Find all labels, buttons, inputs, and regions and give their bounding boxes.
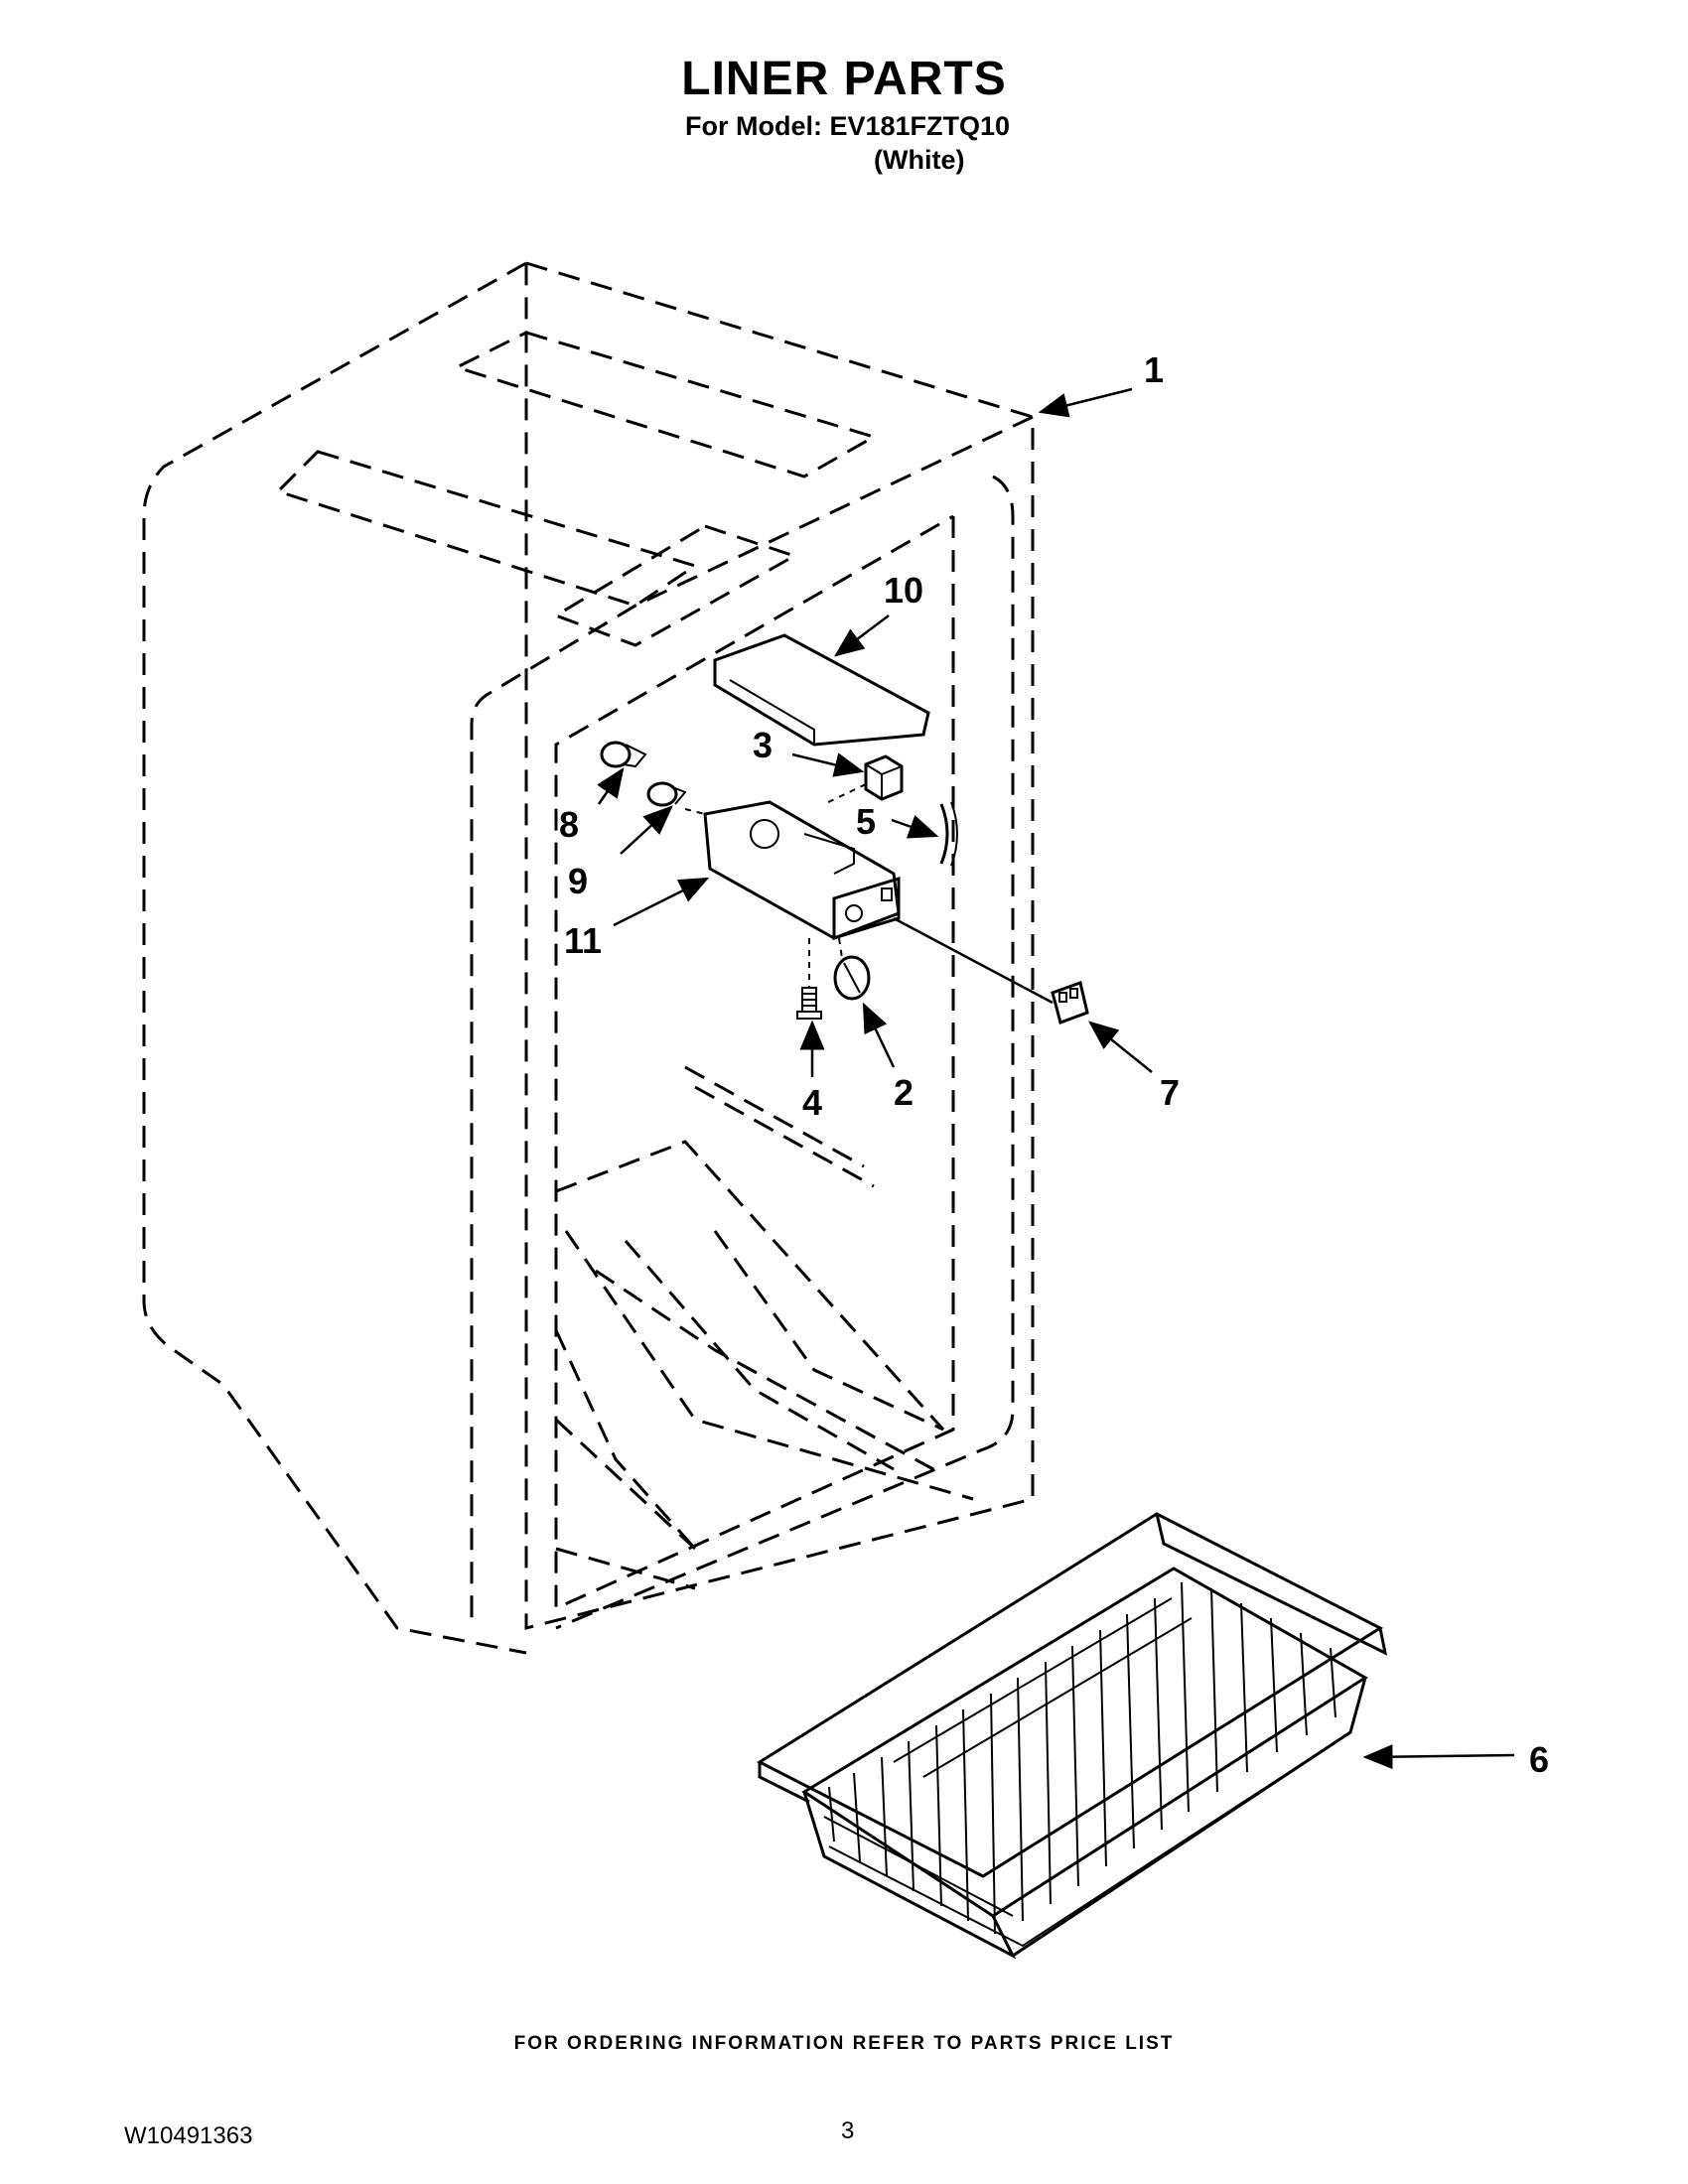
callout-6: 6 bbox=[1529, 1739, 1549, 1780]
callout-3: 3 bbox=[753, 725, 773, 765]
screw bbox=[796, 987, 822, 1020]
callout-8: 8 bbox=[559, 804, 579, 845]
model-line: For Model: EV181FZTQ10 bbox=[685, 111, 1011, 141]
callout-11: 11 bbox=[564, 920, 602, 961]
callout-7: 7 bbox=[1160, 1072, 1180, 1113]
light-housing bbox=[703, 800, 901, 941]
light-housing-cover bbox=[713, 633, 930, 747]
control-knob bbox=[833, 955, 871, 1001]
bulb-cover bbox=[646, 781, 687, 807]
page-number: 3 bbox=[841, 2117, 855, 2144]
page-title: LINER PARTS bbox=[681, 53, 1007, 105]
light-switch bbox=[1051, 981, 1089, 1024]
document-number: W10491363 bbox=[124, 2122, 253, 2149]
callout-2: 2 bbox=[894, 1072, 914, 1113]
socket bbox=[864, 754, 904, 801]
callout-1: 1 bbox=[1144, 349, 1164, 390]
callout-arrows bbox=[597, 387, 1515, 1770]
ordering-note: FOR ORDERING INFORMATION REFER TO PARTS … bbox=[513, 2033, 1175, 2054]
light-bulb bbox=[600, 741, 647, 768]
wire-clip bbox=[939, 801, 958, 867]
color-line: (White) bbox=[874, 145, 965, 175]
callout-9: 9 bbox=[568, 861, 588, 901]
freezer-basket bbox=[756, 1512, 1388, 1960]
callout-5: 5 bbox=[856, 801, 876, 842]
liner-outline bbox=[142, 260, 1035, 1655]
callout-4: 4 bbox=[802, 1082, 822, 1123]
callout-10: 10 bbox=[884, 570, 923, 611]
